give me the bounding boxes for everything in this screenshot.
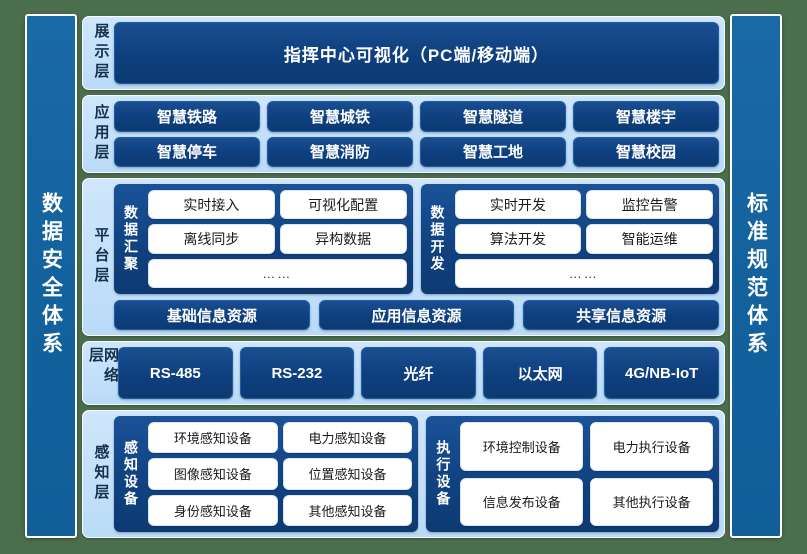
sensing-item[interactable]: 图像感知设备 — [148, 458, 278, 490]
platform-item[interactable]: 异构数据 — [279, 224, 407, 254]
layer-display: 展示层 指挥中心可视化（PC端/移动端） — [82, 16, 725, 90]
group-title-text: 数据汇聚 — [123, 205, 139, 273]
platform-item[interactable]: 实时接入 — [148, 190, 275, 220]
group-data-development: 数据开发 实时开发 监控告警 算法开发 智能运维 …… — [420, 184, 719, 294]
app-item[interactable]: 智慧城铁 — [267, 101, 413, 132]
layer-application: 应用层 智慧铁路 智慧城铁 智慧隧道 智慧楼宇 智慧停车 智慧消防 智慧工地 智… — [82, 95, 725, 173]
layer-perception-body: 感知设备 环境感知设备 电力感知设备 图像感知设备 位置感知设备 身份感知设备 … — [114, 416, 719, 532]
app-item[interactable]: 智慧工地 — [420, 136, 566, 167]
group-title-text: 数据开发 — [429, 205, 446, 273]
layer-application-label-text: 应用层 — [92, 104, 110, 164]
network-grid: RS-485 RS-232 光纤 以太网 4G/NB-IoT — [118, 347, 719, 399]
layer-network-label: 网络层 — [87, 347, 119, 399]
pillar-standards: 标准规范体系 — [730, 14, 782, 538]
layer-perception-label: 感知层 — [88, 416, 114, 532]
app-item[interactable]: 智慧隧道 — [420, 101, 566, 132]
pillar-left-label: 数据安全体系 — [39, 192, 63, 360]
platform-groups: 数据汇聚 实时接入 可视化配置 离线同步 异构数据 …… 数 — [114, 184, 719, 294]
resource-item[interactable]: 共享信息资源 — [523, 300, 719, 330]
group-sensing-devices-title: 感知设备 — [120, 422, 142, 526]
network-item[interactable]: RS-485 — [118, 347, 233, 399]
platform-item[interactable]: 算法开发 — [454, 224, 582, 254]
layer-display-label-text: 展示层 — [92, 23, 110, 83]
platform-item-more[interactable]: …… — [454, 258, 713, 288]
network-item[interactable]: 光纤 — [361, 347, 476, 399]
platform-item[interactable]: 离线同步 — [148, 224, 275, 254]
actuating-item[interactable]: 其他执行设备 — [590, 477, 713, 526]
platform-item-more[interactable]: …… — [148, 258, 407, 288]
app-item[interactable]: 智慧楼宇 — [573, 101, 719, 132]
layer-network-label-text: 网络层 — [87, 347, 119, 387]
app-item[interactable]: 智慧停车 — [114, 136, 260, 167]
sensing-item[interactable]: 身份感知设备 — [148, 494, 278, 526]
layer-network: 网络层 RS-485 RS-232 光纤 以太网 4G/NB-IoT — [82, 341, 725, 405]
layer-application-body: 智慧铁路 智慧城铁 智慧隧道 智慧楼宇 智慧停车 智慧消防 智慧工地 智慧校园 — [114, 101, 719, 167]
network-item[interactable]: 以太网 — [482, 347, 598, 399]
platform-resources: 基础信息资源 应用信息资源 共享信息资源 — [114, 300, 719, 330]
group-data-aggregation-grid: 实时接入 可视化配置 离线同步 异构数据 …… — [148, 190, 407, 288]
sensing-item[interactable]: 位置感知设备 — [282, 458, 413, 490]
sensing-item[interactable]: 其他感知设备 — [282, 494, 413, 526]
platform-item[interactable]: 监控告警 — [586, 190, 713, 220]
layer-platform-body: 数据汇聚 实时接入 可视化配置 离线同步 异构数据 …… 数 — [114, 184, 719, 330]
pillar-right-label: 标准规范体系 — [744, 192, 768, 360]
sensing-item[interactable]: 电力感知设备 — [282, 422, 413, 454]
actuating-item[interactable]: 环境控制设备 — [460, 422, 584, 471]
layer-display-body: 指挥中心可视化（PC端/移动端） — [114, 22, 719, 84]
group-data-aggregation: 数据汇聚 实时接入 可视化配置 离线同步 异构数据 …… — [114, 184, 413, 294]
group-sensing-devices-grid: 环境感知设备 电力感知设备 图像感知设备 位置感知设备 身份感知设备 其他感知设… — [148, 422, 413, 526]
pillar-data-security: 数据安全体系 — [25, 14, 77, 538]
group-actuating-devices-title: 执行设备 — [432, 422, 454, 526]
layer-platform-label: 平台层 — [88, 184, 114, 330]
group-title-text: 感知设备 — [123, 440, 139, 508]
layer-display-label: 展示层 — [88, 22, 114, 84]
layer-perception: 感知层 感知设备 环境感知设备 电力感知设备 图像感知设备 位置感知设备 — [82, 410, 725, 538]
network-item[interactable]: 4G/NB-IoT — [604, 347, 719, 399]
group-sensing-devices: 感知设备 环境感知设备 电力感知设备 图像感知设备 位置感知设备 身份感知设备 … — [114, 416, 419, 532]
actuating-item[interactable]: 电力执行设备 — [590, 422, 713, 471]
app-item[interactable]: 智慧消防 — [267, 136, 413, 167]
platform-item[interactable]: 智能运维 — [586, 224, 713, 254]
layer-platform: 平台层 数据汇聚 实时接入 可视化配置 离线同步 异构数据 … — [82, 178, 725, 336]
network-item[interactable]: RS-232 — [239, 347, 355, 399]
command-center-banner[interactable]: 指挥中心可视化（PC端/移动端） — [114, 22, 719, 84]
app-item[interactable]: 智慧铁路 — [114, 101, 260, 132]
layer-perception-label-text: 感知层 — [92, 444, 110, 504]
layer-stack: 展示层 指挥中心可视化（PC端/移动端） 应用层 智慧铁路 智慧城铁 智慧隧道 … — [82, 16, 725, 538]
layer-application-label: 应用层 — [88, 101, 114, 167]
group-title-text: 执行设备 — [435, 440, 452, 508]
group-data-aggregation-title: 数据汇聚 — [120, 190, 142, 288]
group-actuating-devices: 执行设备 环境控制设备 电力执行设备 信息发布设备 其他执行设备 — [426, 416, 719, 532]
actuating-item[interactable]: 信息发布设备 — [460, 477, 584, 526]
platform-item[interactable]: 可视化配置 — [279, 190, 407, 220]
group-data-development-title: 数据开发 — [427, 190, 449, 288]
application-grid: 智慧铁路 智慧城铁 智慧隧道 智慧楼宇 智慧停车 智慧消防 智慧工地 智慧校园 — [114, 101, 719, 167]
resource-item[interactable]: 基础信息资源 — [114, 300, 310, 330]
group-actuating-devices-grid: 环境控制设备 电力执行设备 信息发布设备 其他执行设备 — [460, 422, 713, 526]
platform-item[interactable]: 实时开发 — [454, 190, 582, 220]
sensing-item[interactable]: 环境感知设备 — [148, 422, 278, 454]
layer-platform-label-text: 平台层 — [92, 227, 110, 287]
group-data-development-grid: 实时开发 监控告警 算法开发 智能运维 …… — [454, 190, 713, 288]
app-item[interactable]: 智慧校园 — [573, 136, 719, 167]
perception-groups: 感知设备 环境感知设备 电力感知设备 图像感知设备 位置感知设备 身份感知设备 … — [114, 416, 719, 532]
layer-network-body: RS-485 RS-232 光纤 以太网 4G/NB-IoT — [118, 347, 719, 399]
resource-item[interactable]: 应用信息资源 — [318, 300, 515, 330]
